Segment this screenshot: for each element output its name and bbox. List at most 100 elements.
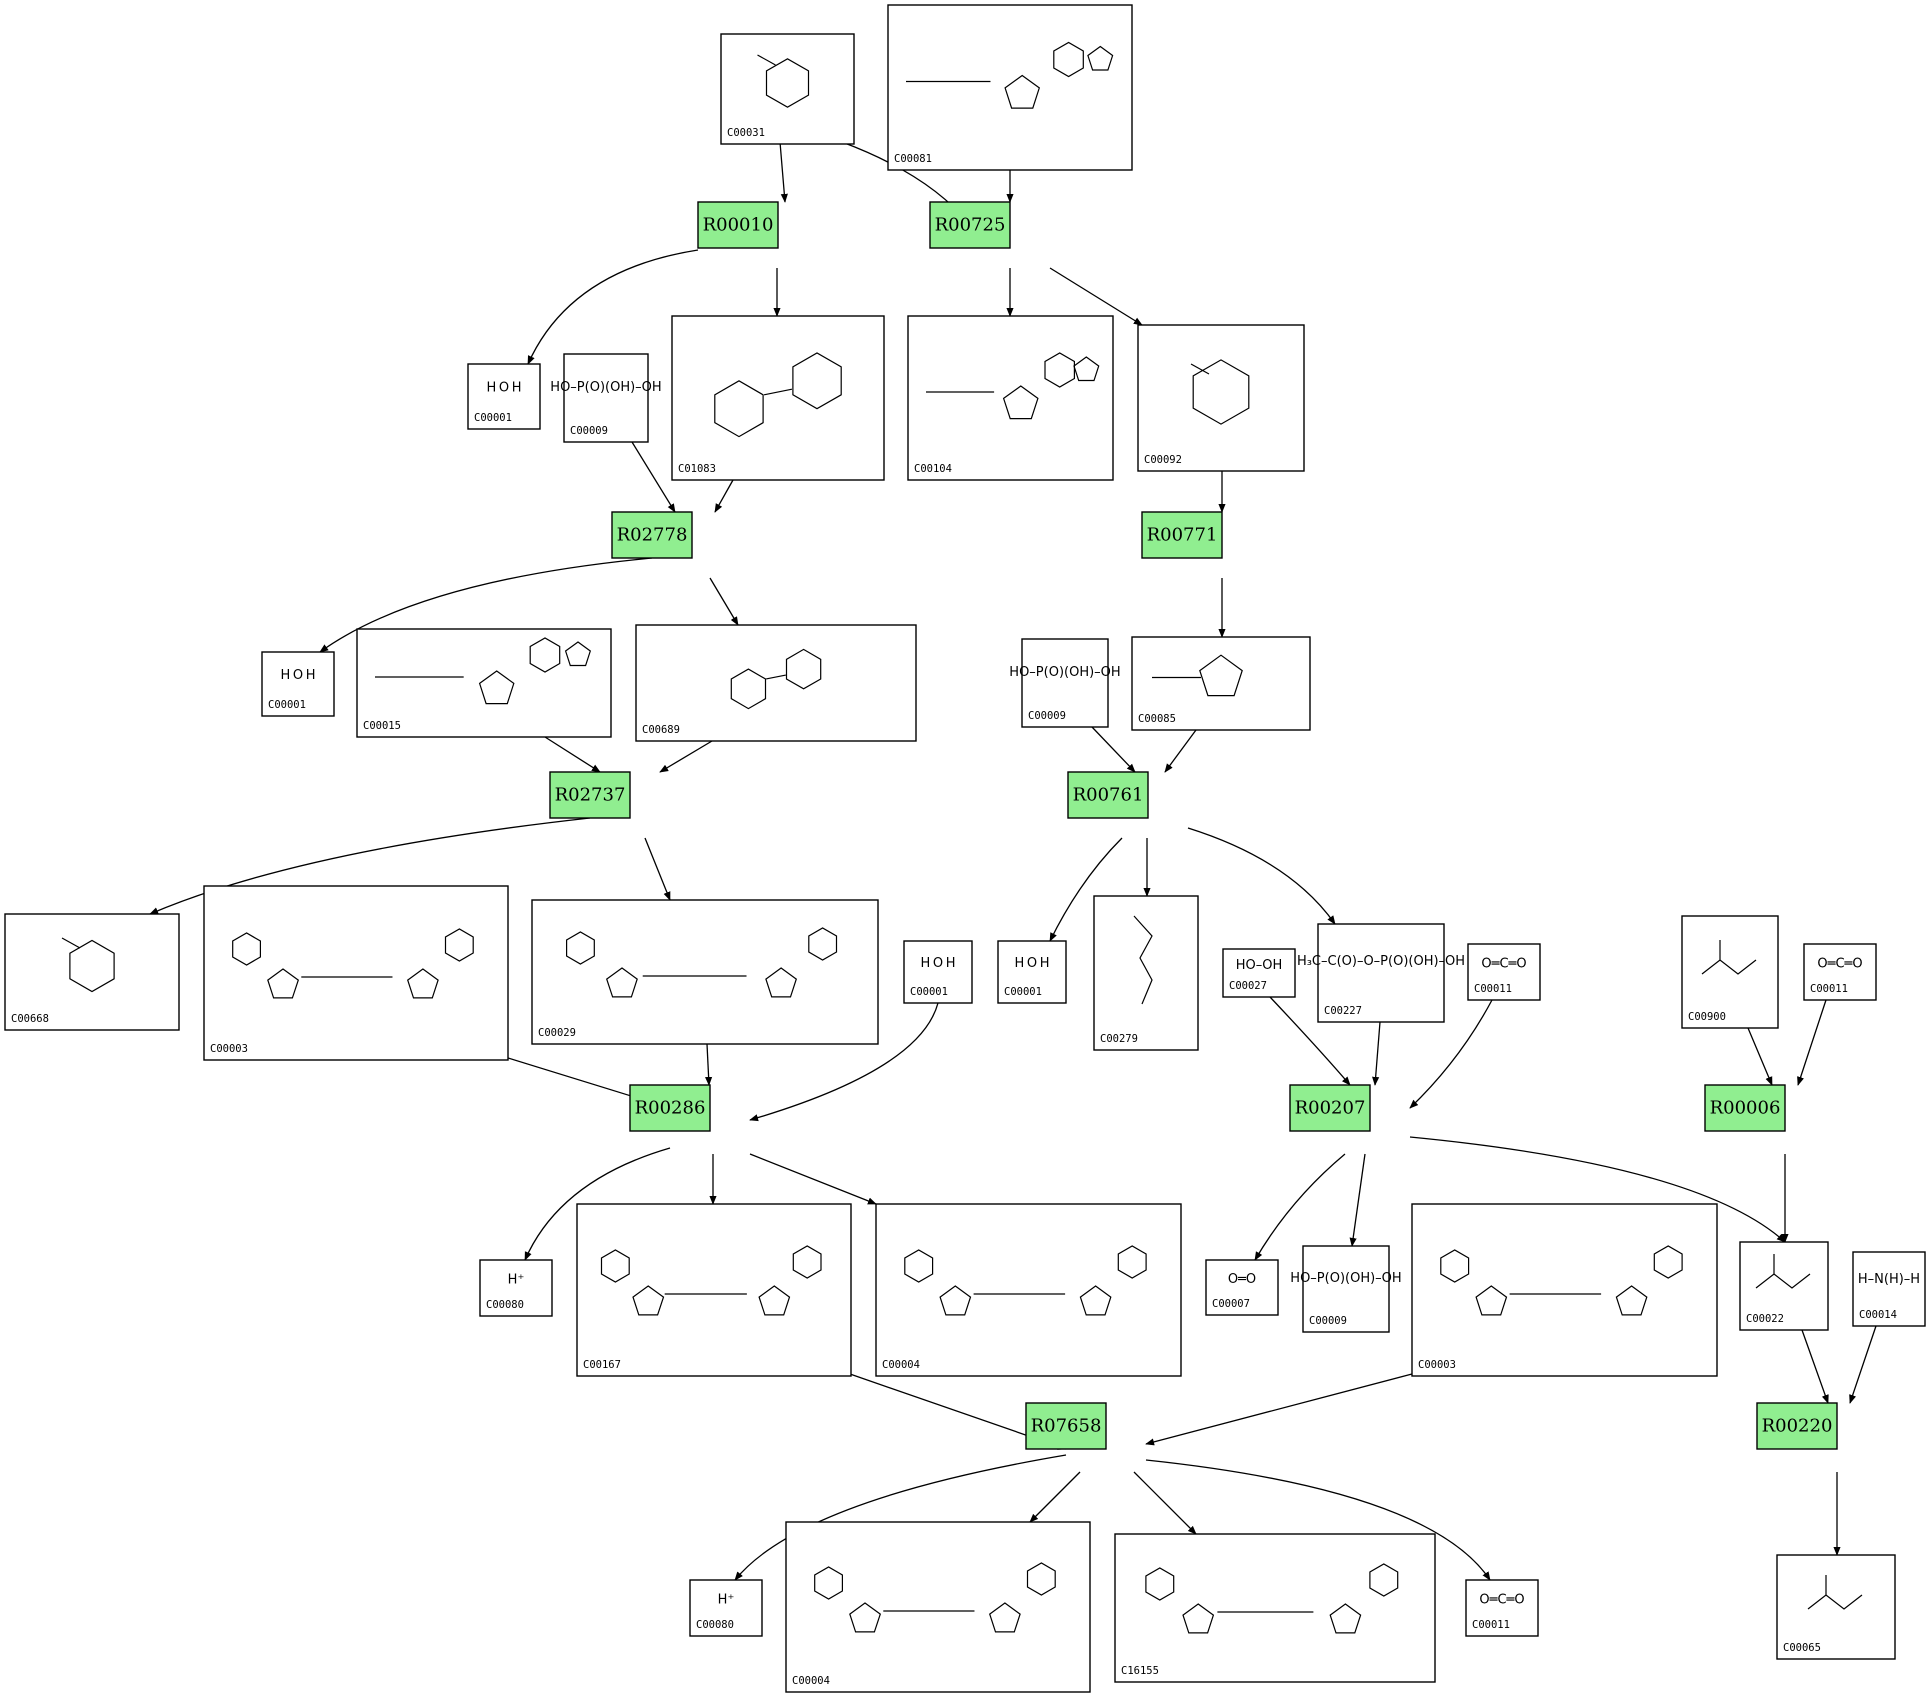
compound-id: C01083 <box>678 463 716 475</box>
reaction-label: R00006 <box>1710 1098 1781 1119</box>
reaction-box <box>1067 771 1149 819</box>
compound-c00081[interactable]: C00081 <box>887 4 1133 171</box>
compound-c00022[interactable]: C00022 <box>1739 1241 1829 1331</box>
compound-c00689[interactable]: C00689 <box>635 624 917 742</box>
compound-box <box>1021 638 1109 728</box>
edge-c00009b-to-R00761 <box>1091 726 1136 773</box>
structure-drawing <box>1440 1245 1683 1316</box>
compound-box <box>1411 1203 1718 1377</box>
reaction-r00207[interactable]: R00207 <box>1289 1084 1371 1132</box>
compound-c00668[interactable]: C00668 <box>4 913 180 1031</box>
compound-id: C00001 <box>1004 986 1042 998</box>
compound-c00003a[interactable]: C00003 <box>203 885 509 1061</box>
reaction-r00010[interactable]: R00010 <box>697 201 779 249</box>
compound-c01083[interactable]: C01083 <box>671 315 885 481</box>
compound-c00031[interactable]: C00031 <box>720 33 855 145</box>
compound-c00167[interactable]: C00167 <box>576 1203 852 1377</box>
reaction-r02778[interactable]: R02778 <box>611 511 693 559</box>
edge-c00001c-to-R00286 <box>749 1002 939 1122</box>
compound-id: C00011 <box>1474 983 1512 995</box>
compound-c00900[interactable]: C00900 <box>1681 915 1779 1029</box>
compound-id: C00668 <box>11 1013 49 1025</box>
compound-box <box>1093 895 1199 1051</box>
compound-c00009a[interactable]: HO–P(O)(OH)–OH C00009 <box>550 353 662 443</box>
edge-c00227-to-R00207 <box>1372 1021 1381 1086</box>
edge-c00029-to-R00286 <box>705 1043 713 1086</box>
reaction-r00286[interactable]: R00286 <box>629 1084 711 1132</box>
edge-R00207-to-c00022 <box>1409 1136 1786 1243</box>
compound-c00104[interactable]: C00104 <box>907 315 1114 481</box>
edge-c00015-to-R02737 <box>544 736 601 773</box>
compound-formula: H–N(H)–H <box>1858 1272 1920 1287</box>
edge-c00031-to-R00010 <box>779 141 788 203</box>
compound-formula: HO–P(O)(OH)–OH <box>550 380 661 395</box>
edge-R00286-to-c00004a <box>749 1153 877 1205</box>
reaction-r00006[interactable]: R00006 <box>1704 1084 1786 1132</box>
reaction-r00725[interactable]: R00725 <box>929 201 1011 249</box>
reaction-r00761[interactable]: R00761 <box>1067 771 1149 819</box>
compound-formula: O═C═O <box>1817 957 1862 972</box>
compound-c00001d[interactable]: H O H C00001 <box>997 940 1067 1004</box>
reaction-r07658[interactable]: R07658 <box>1025 1402 1107 1450</box>
compound-c00080a[interactable]: H⁺ C00080 <box>479 1259 553 1317</box>
compound-c00004a[interactable]: C00004 <box>875 1203 1182 1377</box>
compound-id: C00080 <box>486 1299 524 1311</box>
compound-id: C00022 <box>1746 1313 1784 1325</box>
edge-c00011b-to-R00006 <box>1797 999 1827 1086</box>
compound-c00029[interactable]: C00029 <box>531 899 879 1045</box>
structure-drawing <box>906 41 1114 109</box>
compound-id: C00167 <box>583 1359 621 1371</box>
compound-box <box>1803 943 1877 1001</box>
compound-formula: O═O <box>1228 1272 1256 1287</box>
compound-id: C00009 <box>570 425 608 437</box>
compound-c00065[interactable]: C00065 <box>1776 1554 1896 1660</box>
compound-formula: H⁺ <box>508 1273 525 1288</box>
compound-formula: H⁺ <box>718 1593 735 1608</box>
compound-box <box>689 1579 763 1637</box>
compound-c00003b[interactable]: C00003 <box>1411 1203 1718 1377</box>
structure-drawing <box>1701 940 1757 975</box>
reaction-r02737[interactable]: R02737 <box>549 771 631 819</box>
compound-c00015[interactable]: C00015 <box>356 628 612 738</box>
structure-drawing <box>1190 359 1250 425</box>
compound-box <box>1137 324 1305 472</box>
edge-R02778-to-c00689 <box>709 577 739 626</box>
structure-drawing <box>1152 654 1243 697</box>
compound-box <box>1776 1554 1896 1660</box>
compound-c00092[interactable]: C00092 <box>1137 324 1305 472</box>
compound-c00279[interactable]: C00279 <box>1093 895 1199 1051</box>
compound-id: C00080 <box>696 1619 734 1631</box>
reaction-r00771[interactable]: R00771 <box>1141 511 1223 559</box>
compound-formula: H O H <box>1015 956 1050 971</box>
compound-c00085[interactable]: C00085 <box>1131 636 1311 731</box>
compound-id: C00689 <box>642 724 680 736</box>
reaction-label: R00207 <box>1295 1098 1366 1119</box>
compound-id: C00009 <box>1028 710 1066 722</box>
edge-c00085-to-R00761 <box>1164 729 1197 773</box>
compound-c00004b[interactable]: C00004 <box>785 1521 1091 1693</box>
compound-id: C00092 <box>1144 454 1182 466</box>
compound-box <box>903 940 973 1004</box>
edge-c00689-to-R02737 <box>659 740 713 773</box>
edge-R00010-to-c00001a <box>527 249 699 365</box>
compound-id: C00001 <box>910 986 948 998</box>
compound-c16155[interactable]: C16155 <box>1114 1533 1436 1683</box>
reaction-r00220[interactable]: R00220 <box>1756 1402 1838 1450</box>
compound-formula: O═C═O <box>1479 1593 1524 1608</box>
compound-c00080b[interactable]: H⁺ C00080 <box>689 1579 763 1637</box>
edge-R07658-to-c00011c <box>1145 1459 1491 1581</box>
compound-box <box>1467 943 1541 1001</box>
compound-id: C16155 <box>1121 1665 1159 1677</box>
